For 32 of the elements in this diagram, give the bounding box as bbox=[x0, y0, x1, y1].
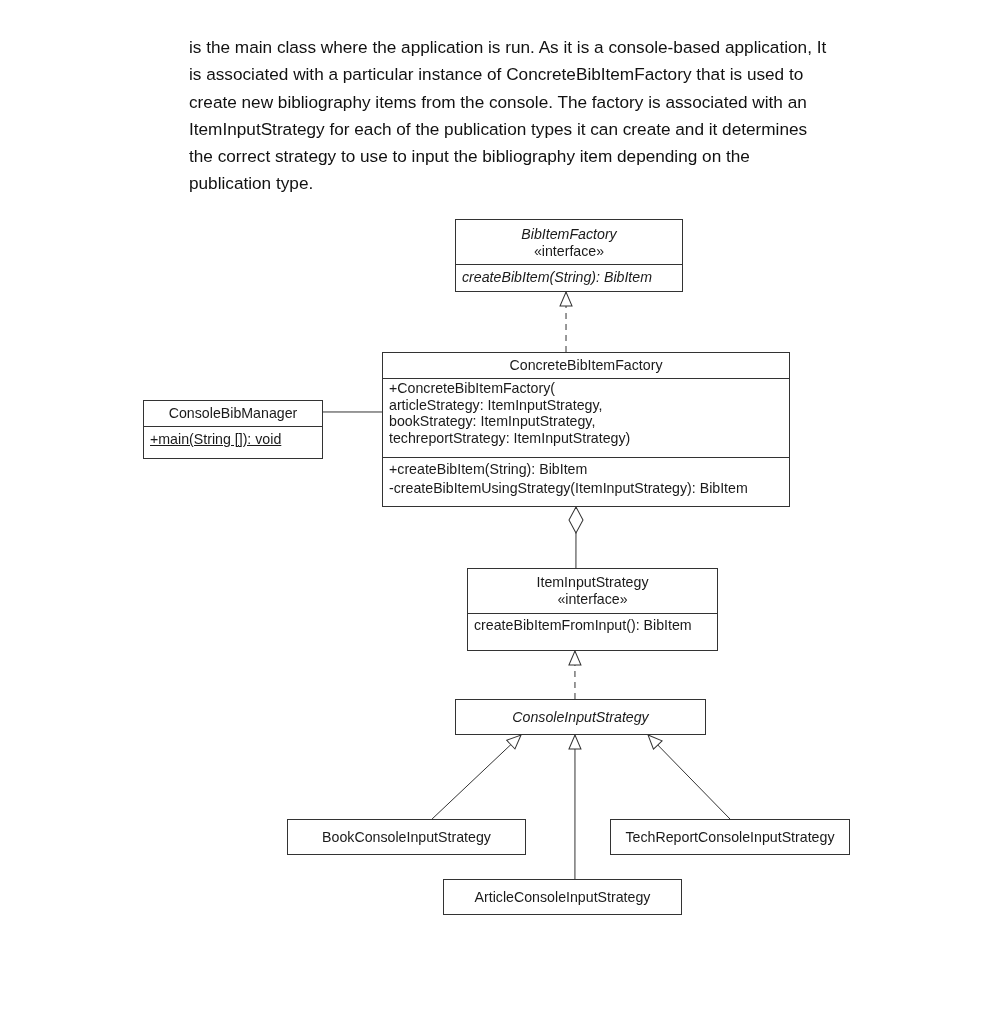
class-box bbox=[455, 219, 683, 292]
operation-text: +createBibItem(String): BibItem bbox=[389, 460, 588, 479]
class-box bbox=[467, 568, 718, 651]
inheritance-arrow bbox=[431, 734, 522, 820]
class-name: ConcreteBibItemFactory bbox=[509, 357, 663, 374]
class-name: TechReportConsoleInputStrategy bbox=[625, 828, 835, 846]
class-box bbox=[382, 352, 790, 507]
class-box bbox=[610, 819, 850, 855]
operation-text: createBibItemFromInput(): BibItem bbox=[474, 617, 692, 634]
aggregation-line bbox=[568, 506, 584, 569]
class-name: BibItemFactory bbox=[521, 226, 617, 243]
class-name: ArticleConsoleInputStrategy bbox=[474, 888, 651, 906]
class-box bbox=[443, 879, 682, 915]
stereotype-label: «interface» bbox=[533, 243, 605, 260]
stereotype-label: «interface» bbox=[557, 591, 628, 608]
class-box bbox=[143, 400, 323, 459]
realization-arrow bbox=[568, 650, 582, 700]
operation-text: createBibItem(String): BibItem bbox=[462, 269, 653, 286]
operation-text: +main(String []): void bbox=[150, 431, 282, 448]
class-name: ConsoleInputStrategy bbox=[512, 708, 649, 726]
class-name: ItemInputStrategy bbox=[536, 574, 649, 591]
operation-text: -createBibItemUsingStrategy(ItemInputStrategy): BibItem bbox=[389, 478, 748, 497]
class-box bbox=[287, 819, 526, 855]
inheritance-arrow bbox=[647, 734, 731, 820]
association-line bbox=[322, 411, 383, 413]
constructor-text: +ConcreteBibItemFactory( articleStrategy: ItemInputStrategy, bookStrategy: ItemInputStrategy, techreportStrategy: ItemInputStrategy) bbox=[389, 380, 631, 446]
inheritance-arrow bbox=[568, 734, 582, 880]
class-name: ConsoleBibManager bbox=[168, 405, 298, 422]
class-name: BookConsoleInputStrategy bbox=[322, 828, 491, 846]
body-paragraph: is the main class where the application is run. As it is a console-based application, It is associated with a particular instance of ConcreteBibItemFactory that is used to create new bibliography items from the console. The factory is associated with an ItemInputStrategy for each of the publication types it can create and it determines the correct strategy to use to input the bibliography item depending on the publication type. bbox=[189, 36, 828, 196]
realization-arrow bbox=[559, 291, 573, 353]
class-box bbox=[455, 699, 706, 735]
